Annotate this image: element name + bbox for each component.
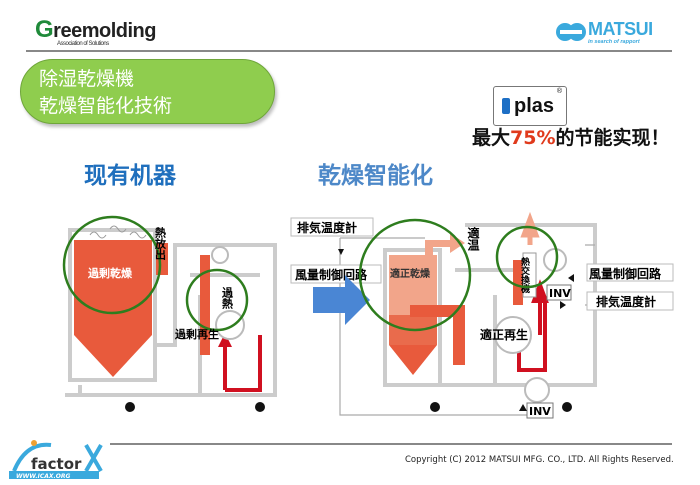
label-proper-temp: 適温 <box>466 226 480 252</box>
exhaust-temp-label-right: 排気温度計 <box>596 294 656 309</box>
header-divider <box>26 50 672 52</box>
title-pill: 除湿乾燥機 乾燥智能化技術 <box>20 59 275 124</box>
label-over-dry: 過剰乾燥 <box>87 266 133 280</box>
icax-logo: factor WWW.ICAX.ORG <box>9 440 103 480</box>
greemolding-logo-sub: Association of Solutions <box>57 41 109 47</box>
footer-divider <box>110 443 672 445</box>
matsui-logo-text: MATSUI <box>588 19 653 39</box>
airflow-control-label-right: 風量制御回路 <box>589 266 662 281</box>
title-line2: 乾燥智能化技術 <box>39 95 173 117</box>
energy-saving-claim: 最大75%的节能实现！ <box>472 127 670 149</box>
existing-machine-heading: 现有机器 <box>84 163 176 189</box>
exhaust-temp-label-left: 排気温度計 <box>297 220 357 235</box>
matsui-logo-sub: in search of rapport <box>588 39 640 45</box>
label-proper-dry: 適正乾燥 <box>390 267 431 280</box>
greemolding-logo-text: Greemolding <box>35 16 156 43</box>
label-over-regen: 過剰再生 <box>174 327 219 341</box>
inv-label-bottom: INV <box>529 405 551 418</box>
label-heat-release: 熱放出 <box>154 226 168 261</box>
title-line1: 除湿乾燥機 <box>39 68 135 90</box>
label-proper-regen: 適正再生 <box>480 327 528 342</box>
smart-drying-heading: 乾燥智能化 <box>318 163 433 189</box>
copyright: Copyright (C) 2012 MATSUI MFG. CO., LTD.… <box>405 455 674 465</box>
iplas-logo-text: plas <box>514 95 555 117</box>
icax-url: WWW.ICAX.ORG <box>16 473 71 480</box>
airflow-control-label-left: 風量制御回路 <box>295 267 368 282</box>
existing-machine-diagram: 過剰乾燥 熱放出 過熱 過剰再生 <box>62 215 277 412</box>
smart-drying-diagram: 排気温度計 風量制御回路 熱交換機 INV 風量制御回路 排気温度計 適温 適正… <box>290 211 674 419</box>
label-overheat: 過熱 <box>221 286 235 310</box>
matsui-emblem-icon <box>556 23 586 41</box>
label-heat-exchanger: 熱交換機 <box>519 256 530 294</box>
iplas-logo: plas® <box>493 86 567 126</box>
inv-label-top: INV <box>549 287 571 300</box>
icax-logo-text: factor <box>31 455 82 473</box>
